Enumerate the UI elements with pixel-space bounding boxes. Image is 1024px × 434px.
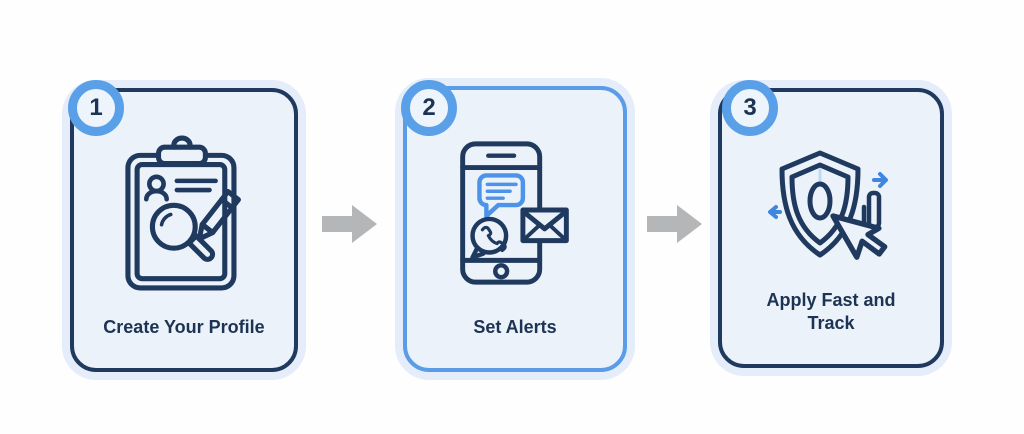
step-1-number-badge: 1 [68, 80, 124, 136]
right-arrow-icon [322, 203, 378, 245]
shield-cursor-track-icon [768, 150, 888, 260]
step-3-number: 3 [743, 94, 757, 121]
step-3-number-badge: 3 [722, 80, 778, 136]
step-2-number-badge: 2 [401, 80, 457, 136]
step-3-label: Apply Fast and Track [766, 290, 896, 333]
step-1-number: 1 [89, 94, 103, 121]
step-3-card: Apply Fast and Track 3 [710, 80, 952, 376]
step-2-label: Set Alerts [473, 316, 557, 337]
smartphone-chat-call-mail-icon [460, 141, 569, 285]
clipboard-profile-search-pencil-icon [125, 135, 241, 291]
step-1-card: Create Your Profile 1 [62, 80, 306, 380]
step-1-label: Create Your Profile [103, 316, 265, 337]
step-3-icon-box [756, 136, 906, 289]
step-1-icon-box [115, 135, 253, 292]
step-2-icon-box [436, 134, 594, 290]
step-2-card: Set Alerts 2 [395, 78, 635, 380]
step-2-number: 2 [422, 94, 436, 121]
step-1-card-body: Create Your Profile [70, 88, 298, 372]
right-arrow-icon [647, 203, 703, 245]
step-2-card-body: Set Alerts [403, 86, 627, 372]
